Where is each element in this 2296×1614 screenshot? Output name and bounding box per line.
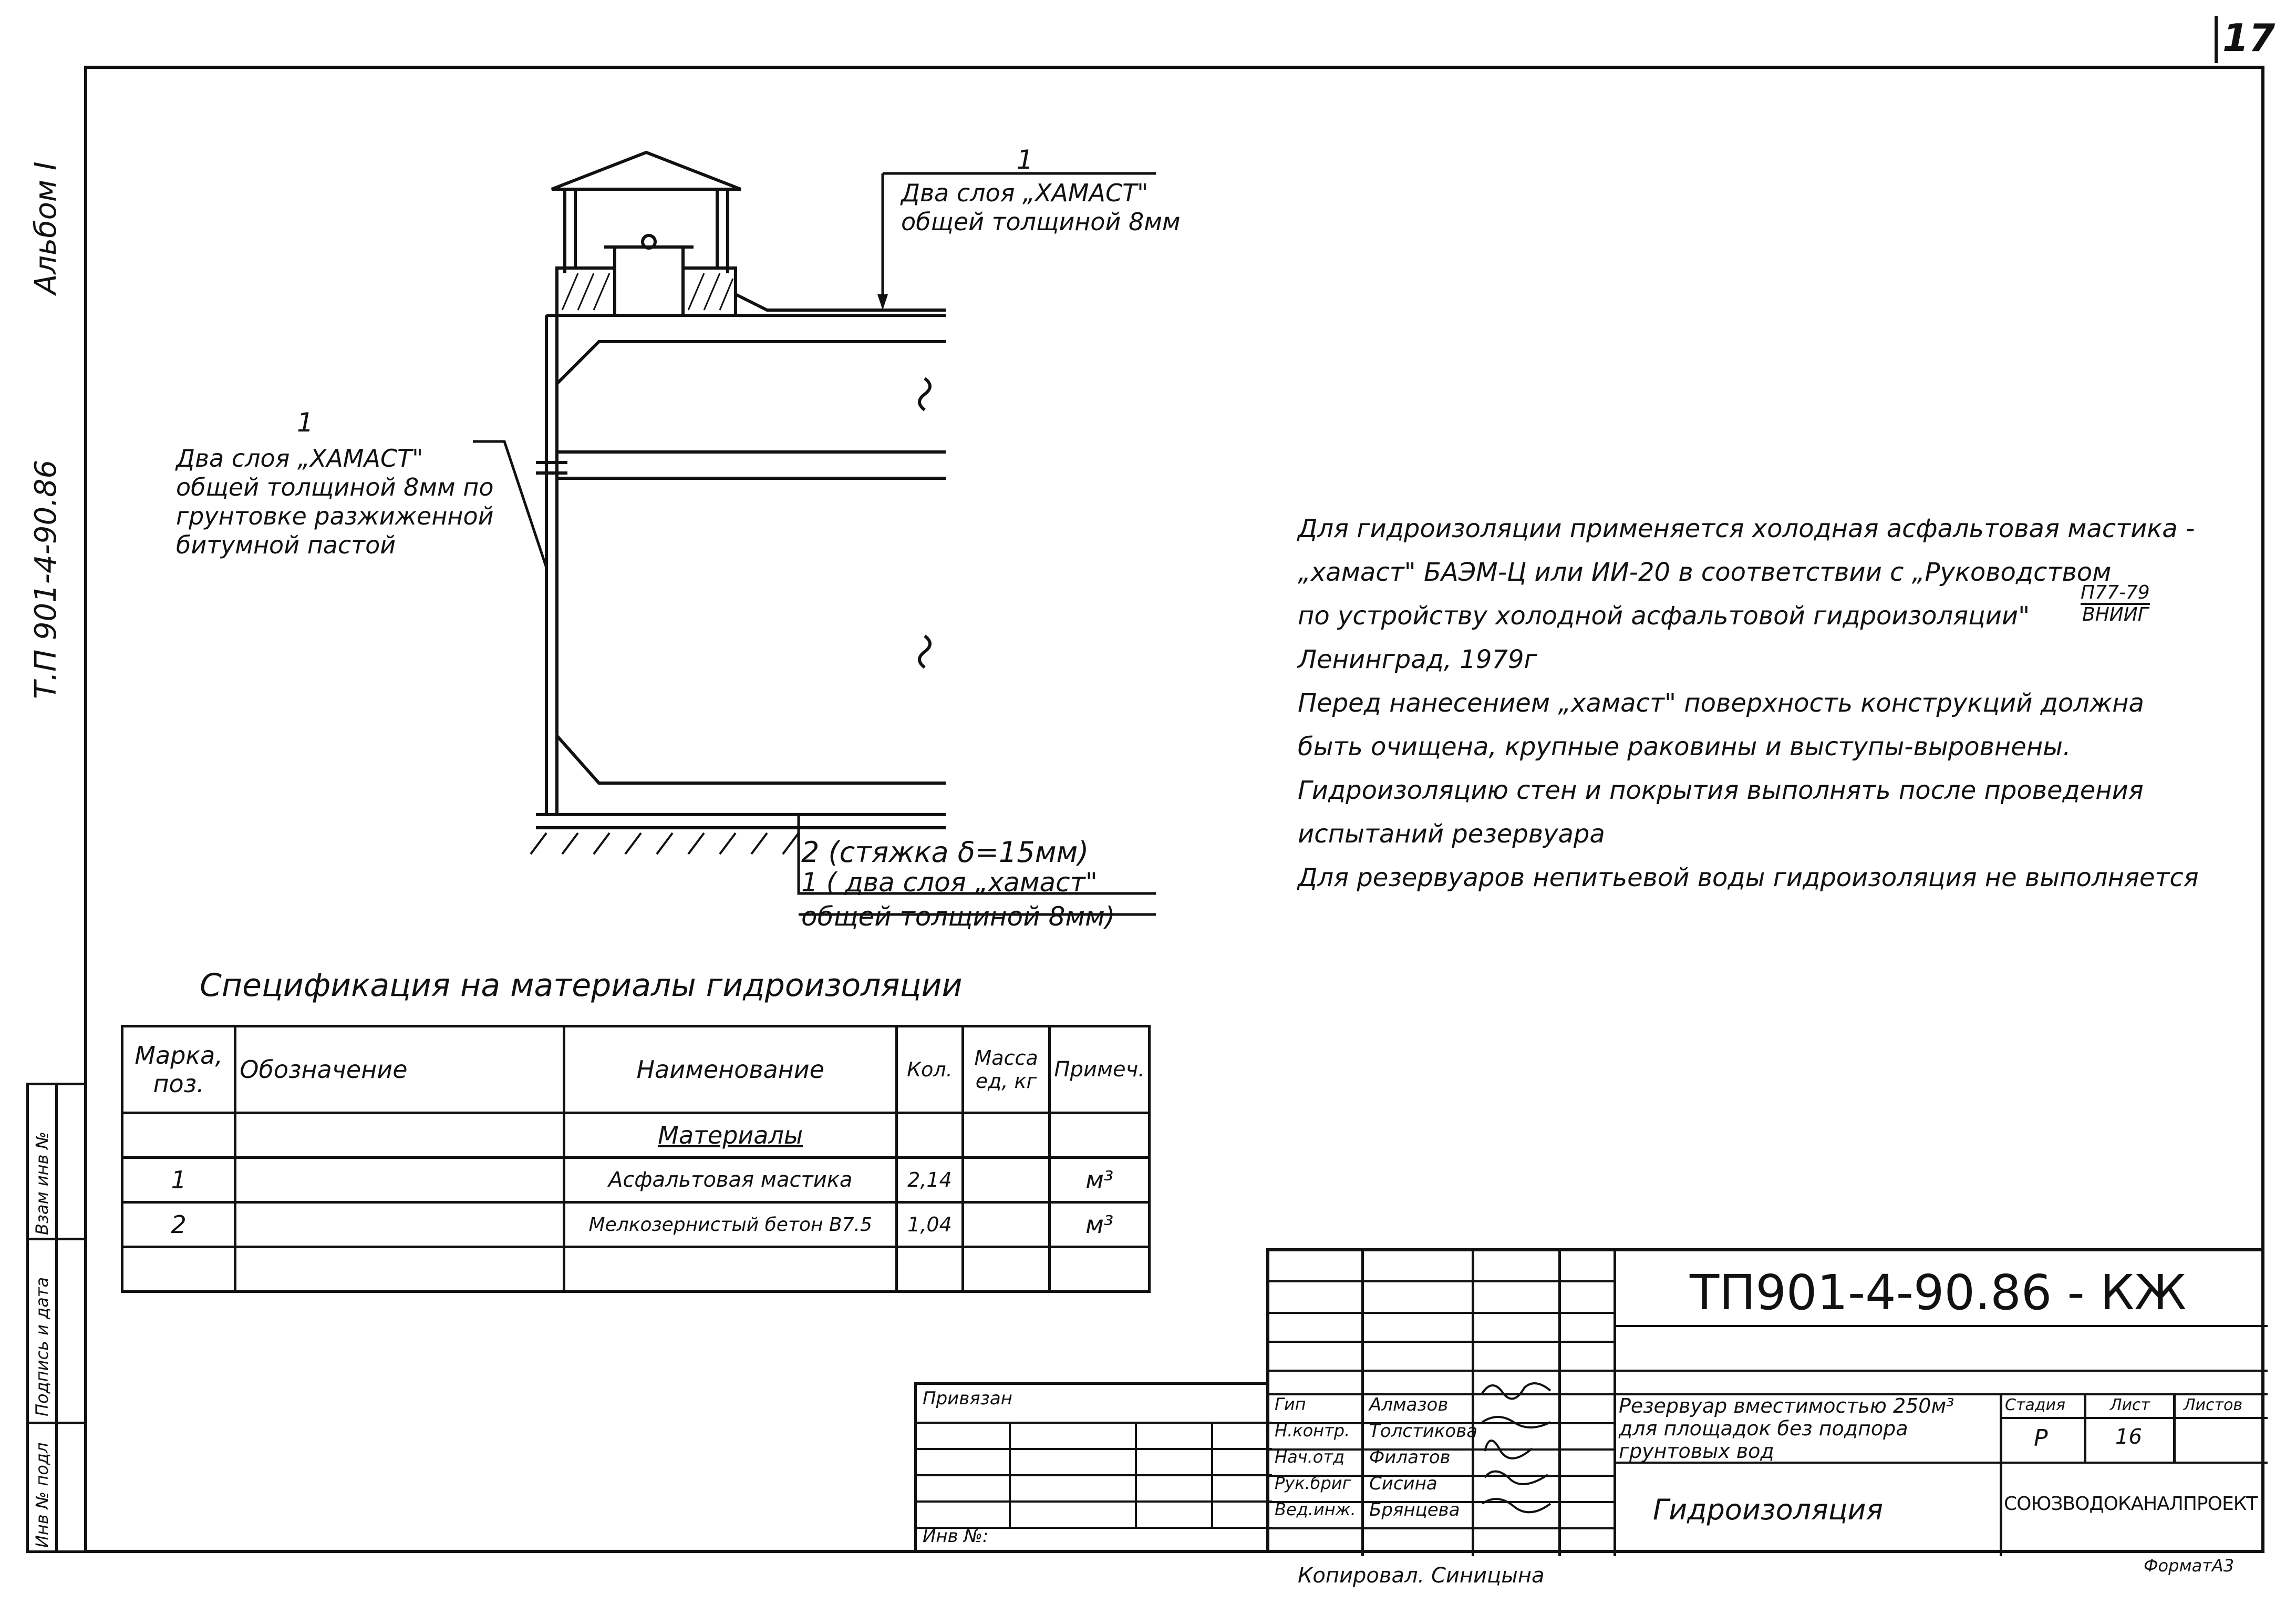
callout-left-line4: битумной пастой bbox=[176, 531, 396, 559]
spec-header: Масса ед, кг bbox=[961, 1025, 1051, 1114]
doc-code-title: ТП901-4-90.86 - КЖ bbox=[1690, 1265, 2187, 1321]
callout-bottom-line3: общей толщиной 8мм) bbox=[801, 901, 1115, 932]
callout-top-number: 1 bbox=[1017, 145, 1033, 175]
note-line: Ленинград, 1979г bbox=[1298, 645, 1537, 674]
spec-header: Примеч. bbox=[1048, 1025, 1151, 1114]
margin-inv-orig: Инв № подл bbox=[32, 1442, 52, 1548]
spec-header: Марка, поз. bbox=[120, 1025, 237, 1114]
object-line2: для площадок без подпора bbox=[1619, 1417, 1908, 1440]
note-line: Перед нанесением „хамаст" поверхность ко… bbox=[1298, 688, 2144, 718]
spec-header: Наименование bbox=[563, 1025, 898, 1114]
copied-by: Копировал. Синицына bbox=[1298, 1564, 1545, 1588]
margin-inv-replace: Взам инв № bbox=[32, 1132, 52, 1235]
callout-top-line2: общей толщиной 8мм bbox=[901, 208, 1181, 236]
role-label: Вед.инж. bbox=[1275, 1499, 1356, 1519]
table-row: 1 Асфальтовая мастика 2,14 м³ bbox=[120, 1156, 1151, 1204]
notes-block: Для гидроизоляции применяется холодная а… bbox=[1298, 507, 2243, 900]
callout-bottom-line2: 1 ( два слоя „хамаст" bbox=[801, 867, 1098, 898]
role-label: Н.контр. bbox=[1275, 1421, 1350, 1441]
callout-bottom-line1: 2 (стяжка δ=15мм) bbox=[801, 836, 1089, 869]
sheets-label: Листов bbox=[2184, 1396, 2243, 1414]
inv-number-label: Инв №: bbox=[923, 1526, 989, 1547]
reservoir-section-drawing bbox=[473, 150, 1156, 916]
spec-table: Марка, поз. Обозначение Наименование Кол… bbox=[120, 1025, 1151, 1293]
stage-value: Р bbox=[2034, 1425, 2048, 1452]
note-fraction: П77-79 ВНИИГ bbox=[2081, 582, 2150, 625]
note-line: испытаний резервуара bbox=[1298, 819, 1605, 849]
note-line: быть очищена, крупные раковины и выступы… bbox=[1298, 732, 2071, 762]
page-number: 17 bbox=[2222, 16, 2276, 60]
signatures bbox=[1481, 1382, 1552, 1514]
role-label: Гип bbox=[1275, 1394, 1306, 1414]
callout-top-line1: Два слоя „ХАМАСТ" bbox=[901, 179, 1149, 207]
attached-label: Привязан bbox=[923, 1388, 1012, 1409]
note-line: Для резервуаров непитьевой воды гидроизо… bbox=[1298, 863, 2199, 892]
object-line3: грунтовых вод bbox=[1619, 1440, 1774, 1463]
spec-header: Обозначение bbox=[234, 1025, 566, 1114]
spec-section: Материалы bbox=[563, 1112, 898, 1159]
person-name: Сисина bbox=[1369, 1473, 1437, 1494]
format-label: ФорматА3 bbox=[2144, 1556, 2235, 1576]
note-line: Для гидроизоляции применяется холодная а… bbox=[1298, 514, 2195, 543]
spec-header: Кол. bbox=[895, 1025, 964, 1114]
margin-stamp: Взам инв № Подпись и дата Инв № подл bbox=[26, 1083, 87, 1553]
callout-left-line3: грунтовке разжиженной bbox=[176, 502, 494, 530]
callout-left-line2: общей толщиной 8мм по bbox=[176, 473, 494, 501]
page-number-divider bbox=[2215, 16, 2218, 63]
margin-sign-date: Подпись и дата bbox=[32, 1277, 52, 1416]
role-label: Рук.бриг bbox=[1275, 1473, 1351, 1493]
callout-left-line1: Два слоя „ХАМАСТ" bbox=[176, 444, 423, 472]
sheet-title: Гидроизоляция bbox=[1653, 1493, 1884, 1526]
title-block: ТП901-4-90.86 - КЖ Гип Н.контр. Нач.отд … bbox=[923, 1248, 2268, 1556]
album-label: Альбом I bbox=[29, 161, 63, 294]
sheet-value: 16 bbox=[2115, 1425, 2142, 1449]
object-line1: Резервуар вместимостью 250м³ bbox=[1619, 1394, 1954, 1417]
attached-grid bbox=[914, 1382, 1272, 1553]
sheet-label: Лист bbox=[2110, 1396, 2150, 1414]
table-row: 2 Мелкозернистый бетон В7.5 1,04 м³ bbox=[120, 1201, 1151, 1248]
person-name: Брянцева bbox=[1369, 1499, 1460, 1520]
person-name: Толстикова bbox=[1369, 1421, 1478, 1442]
person-name: Филатов bbox=[1369, 1447, 1451, 1468]
stage-label: Стадия bbox=[2005, 1396, 2066, 1414]
role-label: Нач.отд bbox=[1275, 1447, 1345, 1467]
note-line: „хамаст" БАЭМ-Ц или ИИ-20 в соответствии… bbox=[1298, 558, 2112, 587]
margin-doc-code: Т.П 901-4-90.86 bbox=[29, 459, 63, 699]
note-line: Гидроизоляцию стен и покрытия выполнять … bbox=[1298, 776, 2144, 805]
callout-left-number: 1 bbox=[297, 407, 314, 438]
spec-title: Спецификация на материалы гидроизоляции bbox=[200, 967, 963, 1004]
note-line: по устройству холодной асфальтовой гидро… bbox=[1298, 582, 2150, 631]
person-name: Алмазов bbox=[1369, 1394, 1449, 1415]
drawing-frame bbox=[84, 66, 2264, 1553]
org-name: СОЮЗВОДОКАНАЛПРОЕКТ bbox=[2004, 1493, 2258, 1515]
